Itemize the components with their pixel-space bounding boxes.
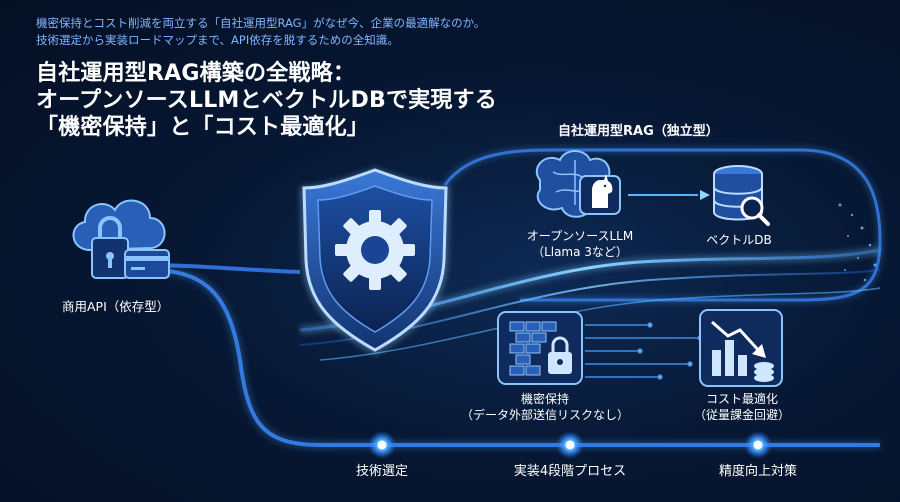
shield-gear-icon [300, 168, 450, 355]
confidentiality-line-2: （データ外部送信リスクなし） [460, 408, 629, 422]
database-icon [713, 165, 770, 226]
firewall-lock-icon [497, 311, 583, 385]
llm-label-line-1: オープンソースLLM [526, 229, 634, 243]
llm-label-line-2: （Llama 3など） [532, 245, 628, 259]
llm-label: オープンソースLLM （Llama 3など） [505, 228, 655, 260]
commercial-api-label: 商用API（依存型） [62, 299, 170, 314]
vector-db-label: ベクトルDB [706, 233, 772, 247]
cost-label: コスト最適化 （従量課金回避） [686, 391, 798, 423]
title-line-2: オープンソースLLMとベクトルDBで実現する [36, 88, 497, 113]
subtitle-line-1: 機密保持とコスト削減を両立する「自社運用型RAG」がなぜ今、企業の最適解なのか。 [36, 16, 486, 30]
subtitle-line-2: 技術選定から実装ロードマップまで、API依存を脱するための全知識。 [36, 33, 399, 47]
cloud-lock-icon [72, 199, 170, 279]
timeline-nodes [368, 431, 772, 459]
timeline-step-2: 実装4段階プロセス [513, 464, 627, 479]
cost-line-1: コスト最適化 [705, 392, 778, 406]
circuit-lines [585, 322, 703, 380]
timeline-step-1: 技術選定 [355, 464, 408, 479]
page-title: 自社運用型RAG構築の全戦略： オープンソースLLMとベクトルDBで実現する 「… [36, 60, 497, 141]
timeline-step-3: 精度向上対策 [718, 464, 797, 479]
brain-llama-icon [535, 150, 621, 218]
cost-line-2: （従量課金回避） [693, 408, 790, 422]
confidentiality-label: 機密保持 （データ外部送信リスクなし） [455, 391, 635, 423]
cost-chart-icon [699, 309, 783, 387]
independent-group-label: 自社運用型RAG（独立型） [558, 124, 719, 139]
title-line-3: 「機密保持」と「コスト最適化」 [36, 115, 370, 140]
confidentiality-line-1: 機密保持 [520, 392, 569, 406]
title-line-1: 自社運用型RAG構築の全戦略： [36, 61, 356, 86]
independent-loop-path [443, 148, 882, 302]
